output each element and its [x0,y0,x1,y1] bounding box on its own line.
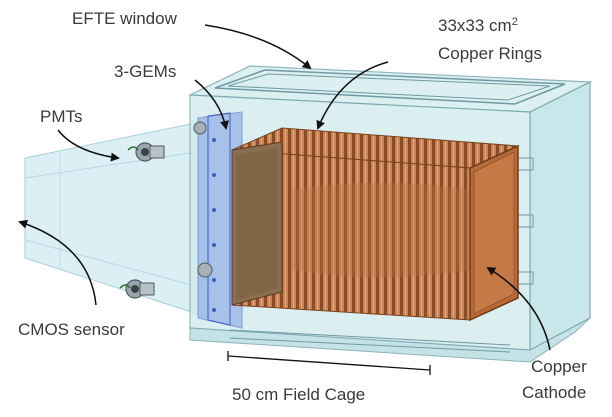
pmt-flange-icons [193,121,213,278]
field-cage [231,127,520,321]
label-efte-window: EFTE window [72,9,177,28]
arrow-copper-rings [316,61,389,130]
field-cage-dimension [227,351,431,375]
label-3-gems: 3-GEMs [114,62,177,81]
label-field-cage: 50 cm Field Cage [232,385,366,404]
callout-arrows [18,24,551,351]
pmt-bottom [119,279,155,299]
arrow-pmts [57,129,120,162]
copper-cathode [469,144,519,322]
cmos-light-cone [24,119,211,319]
label-copper-rings-size-text: 33x33 cm [438,16,512,35]
label-copper-rings: Copper Rings [438,44,542,63]
label-pmts: PMTs [40,107,83,126]
label-copper-rings-size: 33x33 cm2 [438,16,518,35]
pmt-top [127,142,165,162]
arrow-cathode [486,266,551,351]
label-cathode-line1: Copper [531,357,587,376]
arrow-gems [194,79,229,130]
label-copper-rings-superscript: 2 [511,16,518,28]
arrow-cmos [18,219,97,306]
label-cathode-line2: Cathode [522,383,587,402]
label-cmos-sensor: CMOS sensor [18,320,125,339]
arrow-efte-window [204,24,312,70]
